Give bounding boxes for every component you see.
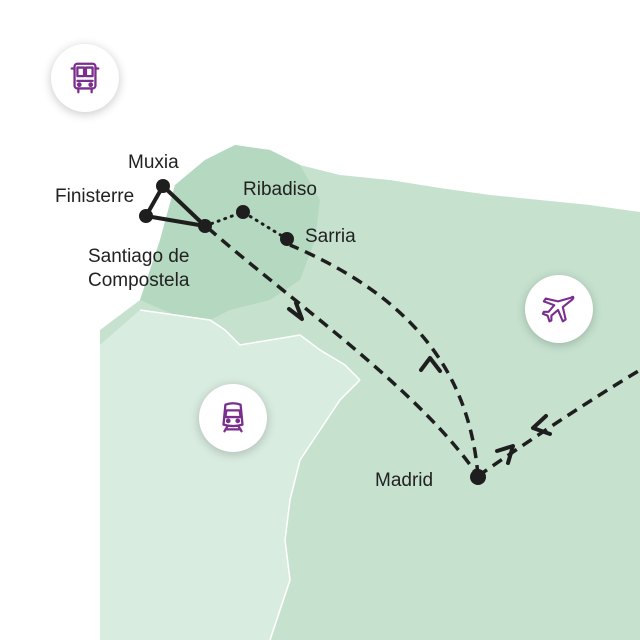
- city-label-sarria: Sarria: [305, 226, 356, 247]
- airplane-icon: [541, 295, 575, 323]
- city-marker-madrid: [470, 469, 486, 485]
- city-marker-finisterre: [139, 209, 153, 223]
- city-label-ribadiso: Ribadiso: [243, 179, 317, 200]
- galicia-region: [140, 145, 320, 320]
- direction-arrow: [419, 356, 442, 373]
- border-portugal: [269, 379, 361, 640]
- route-dashed-return: [289, 243, 480, 477]
- city-label-madrid: Madrid: [375, 470, 433, 491]
- city-marker-ribadiso: [236, 205, 250, 219]
- route-solid-triangle: [144, 184, 207, 228]
- border-galicia: [139, 309, 361, 381]
- city-marker-muxia: [156, 179, 170, 193]
- transport-badge-train: [199, 384, 267, 452]
- city-marker-santiago: [198, 219, 212, 233]
- direction-arrow: [531, 414, 552, 436]
- direction-arrow: [495, 444, 515, 465]
- bus-icon: [70, 62, 100, 94]
- transport-badge-bus: [51, 44, 119, 112]
- direction-arrow: [287, 301, 304, 321]
- city-label-finisterre: Finisterre: [55, 186, 134, 207]
- city-label-santiago-line1: Santiago de: [88, 246, 189, 267]
- transport-badge-plane: [525, 275, 593, 343]
- train-icon: [222, 402, 244, 433]
- portugal-land: [100, 310, 360, 640]
- city-marker-sarria: [280, 232, 294, 246]
- route-dashed-train: [206, 226, 480, 477]
- route-dotted-walk: [203, 210, 289, 241]
- route-dashed-flight: [477, 368, 640, 478]
- city-label-muxia: Muxia: [128, 152, 179, 173]
- city-label-santiago-line2: Compostela: [88, 270, 190, 291]
